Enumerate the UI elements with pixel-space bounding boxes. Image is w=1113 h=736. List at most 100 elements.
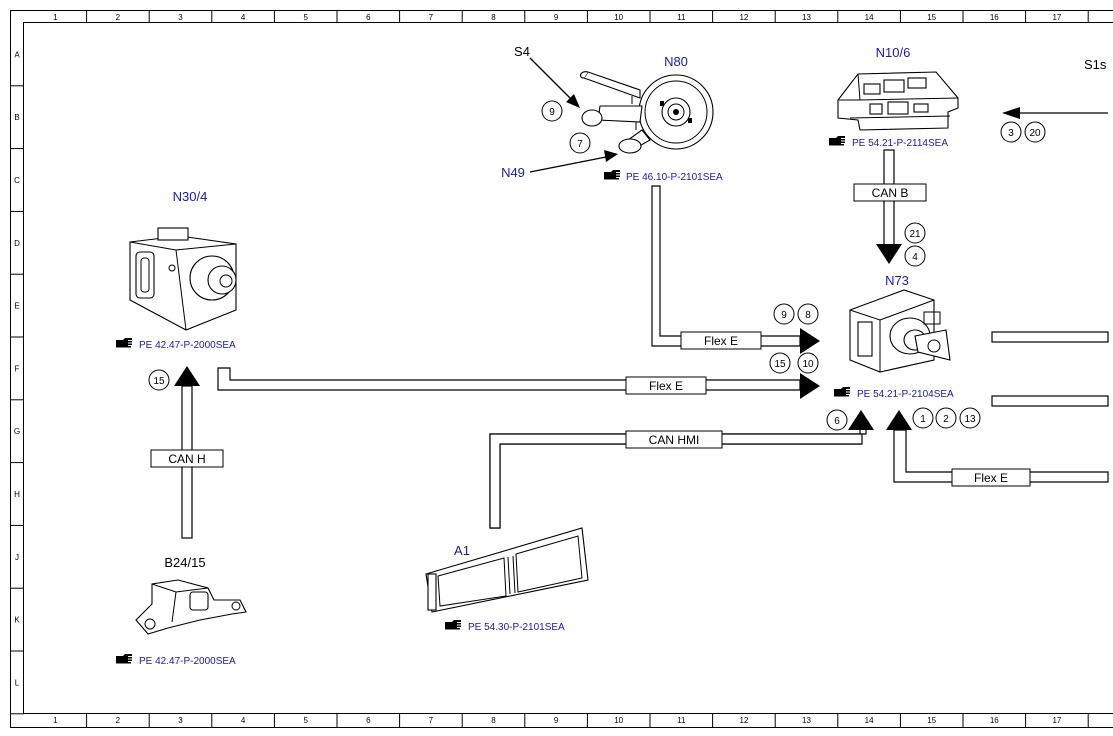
ruler-col-label: 9 <box>554 13 559 22</box>
label-n10-6: N10/6 <box>876 45 911 60</box>
ref-n80[interactable]: PE 46.10-P-2101SEA <box>604 170 723 183</box>
ruler-col-label: 12 <box>739 716 748 725</box>
pin-n80-9: 9 <box>541 100 563 122</box>
bus-box-can-h <box>150 449 224 468</box>
svg-text:15: 15 <box>774 359 786 370</box>
pin-hmi-6: 6 <box>826 409 848 431</box>
ruler-left: A B C D E F G H J K L <box>11 50 24 715</box>
ruler-col-label: 3 <box>178 13 183 22</box>
svg-text:9: 9 <box>549 107 555 118</box>
ruler-col-label: 3 <box>178 716 183 725</box>
ruler-col-label: 9 <box>554 716 559 725</box>
wires <box>174 57 1109 539</box>
ruler-col-label: 12 <box>739 13 748 22</box>
ruler-col-label: 14 <box>865 13 874 22</box>
n80-steering-switch-icon <box>579 71 714 154</box>
pointing-hand-icon <box>829 136 845 146</box>
ref-n73-text: PE 54.21-P-2104SEA <box>857 389 954 400</box>
bus-label-can-b: CAN B <box>872 186 909 200</box>
pointing-hand-icon <box>604 170 620 180</box>
ruler-col-label: 7 <box>429 716 434 725</box>
ruler-col-label: 11 <box>677 716 686 725</box>
b24-15-sensor-icon <box>135 579 247 635</box>
n10-6-module-icon <box>837 71 959 131</box>
ruler-col-label: 1 <box>53 13 58 22</box>
pin-flex-8: 8 <box>797 303 819 325</box>
ref-b24-15[interactable]: PE 42.47-P-2000SEA <box>116 654 236 667</box>
ruler-col-label: 4 <box>241 716 246 725</box>
ruler-row-label: G <box>14 427 20 436</box>
svg-text:7: 7 <box>577 139 583 150</box>
svg-text:8: 8 <box>805 310 811 321</box>
ref-n30-4-text: PE 42.47-P-2000SEA <box>139 340 236 351</box>
pin-n10-3: 3 <box>1000 121 1022 143</box>
svg-text:2: 2 <box>943 414 949 425</box>
bus-box-can-hmi <box>625 430 723 449</box>
bus-label-can-hmi: CAN HMI <box>649 433 700 447</box>
pin-flex-10: 10 <box>797 352 819 374</box>
bus-label-flex-e-n30: Flex E <box>649 379 683 393</box>
ruler-col-label: 5 <box>303 13 308 22</box>
bus-box-flex-e-n30 <box>625 376 707 395</box>
pin-flex-15: 15 <box>769 352 791 374</box>
ruler-row-label: B <box>14 113 19 122</box>
pin-n30-15: 15 <box>148 369 170 391</box>
ruler-col-label: 7 <box>429 13 434 22</box>
ruler-row-label: E <box>14 302 19 311</box>
ref-b24-15-text: PE 42.47-P-2000SEA <box>139 656 236 667</box>
pin-canb-4: 4 <box>904 245 926 267</box>
label-n80: N80 <box>664 54 688 69</box>
ruler-col-label: 16 <box>990 13 999 22</box>
ruler-col-label: 17 <box>1052 13 1061 22</box>
ruler-col-label: 5 <box>303 716 308 725</box>
ruler-row-label: F <box>15 364 20 373</box>
pointing-hand-icon <box>445 620 461 630</box>
ruler-row-label: J <box>15 553 19 562</box>
pointing-hand-icon <box>116 338 132 348</box>
label-a1: A1 <box>454 543 470 558</box>
bus-label-can-h: CAN H <box>168 452 205 466</box>
ruler-row-label: C <box>14 176 20 185</box>
ruler-row-label: D <box>14 239 20 248</box>
ruler-row-label: L <box>15 678 20 687</box>
ref-n73[interactable]: PE 54.21-P-2104SEA <box>834 387 954 400</box>
bus-box-can-b <box>853 183 927 202</box>
svg-text:15: 15 <box>153 376 165 387</box>
ruler-col-label: 15 <box>927 716 936 725</box>
ruler-col-label: 13 <box>802 13 811 22</box>
ruler-col-label: 1 <box>53 716 58 725</box>
label-s1s: S1s <box>1084 57 1107 72</box>
bus-box-flex-e-right <box>951 468 1031 487</box>
svg-text:10: 10 <box>802 359 814 370</box>
svg-text:21: 21 <box>909 229 921 240</box>
ruler-col-label: 8 <box>491 716 496 725</box>
ruler-col-label: 4 <box>241 13 246 22</box>
n30-4-esp-unit-icon <box>129 227 237 331</box>
svg-text:9: 9 <box>781 310 787 321</box>
pin-n73-13: 13 <box>959 407 981 429</box>
ruler-col-label: 11 <box>677 13 686 22</box>
ref-n30-4[interactable]: PE 42.47-P-2000SEA <box>116 338 236 351</box>
ruler-col-label: 16 <box>990 716 999 725</box>
pointing-hand-icon <box>834 387 850 397</box>
ruler-col-label: 13 <box>802 716 811 725</box>
ruler-col-label: 15 <box>927 13 936 22</box>
ref-n10-6[interactable]: PE 54.21-P-2114SEA <box>829 136 948 149</box>
ruler-row-label: K <box>14 616 20 625</box>
ruler-row-label: A <box>14 50 20 59</box>
ruler-col-label: 14 <box>865 716 874 725</box>
pin-flex-9: 9 <box>773 303 795 325</box>
ruler-col-label: 6 <box>366 13 371 22</box>
svg-text:3: 3 <box>1008 128 1014 139</box>
ruler-col-label: 2 <box>116 13 121 22</box>
svg-text:4: 4 <box>912 252 918 263</box>
ruler-col-label: 17 <box>1052 716 1061 725</box>
label-n49: N49 <box>501 165 525 180</box>
a1-instrument-cluster-icon <box>425 527 589 613</box>
ref-a1[interactable]: PE 54.30-P-2101SEA <box>445 620 565 633</box>
ruler-row-label: H <box>14 490 20 499</box>
label-n30-4: N30/4 <box>173 189 208 204</box>
ref-a1-text: PE 54.30-P-2101SEA <box>468 622 565 633</box>
